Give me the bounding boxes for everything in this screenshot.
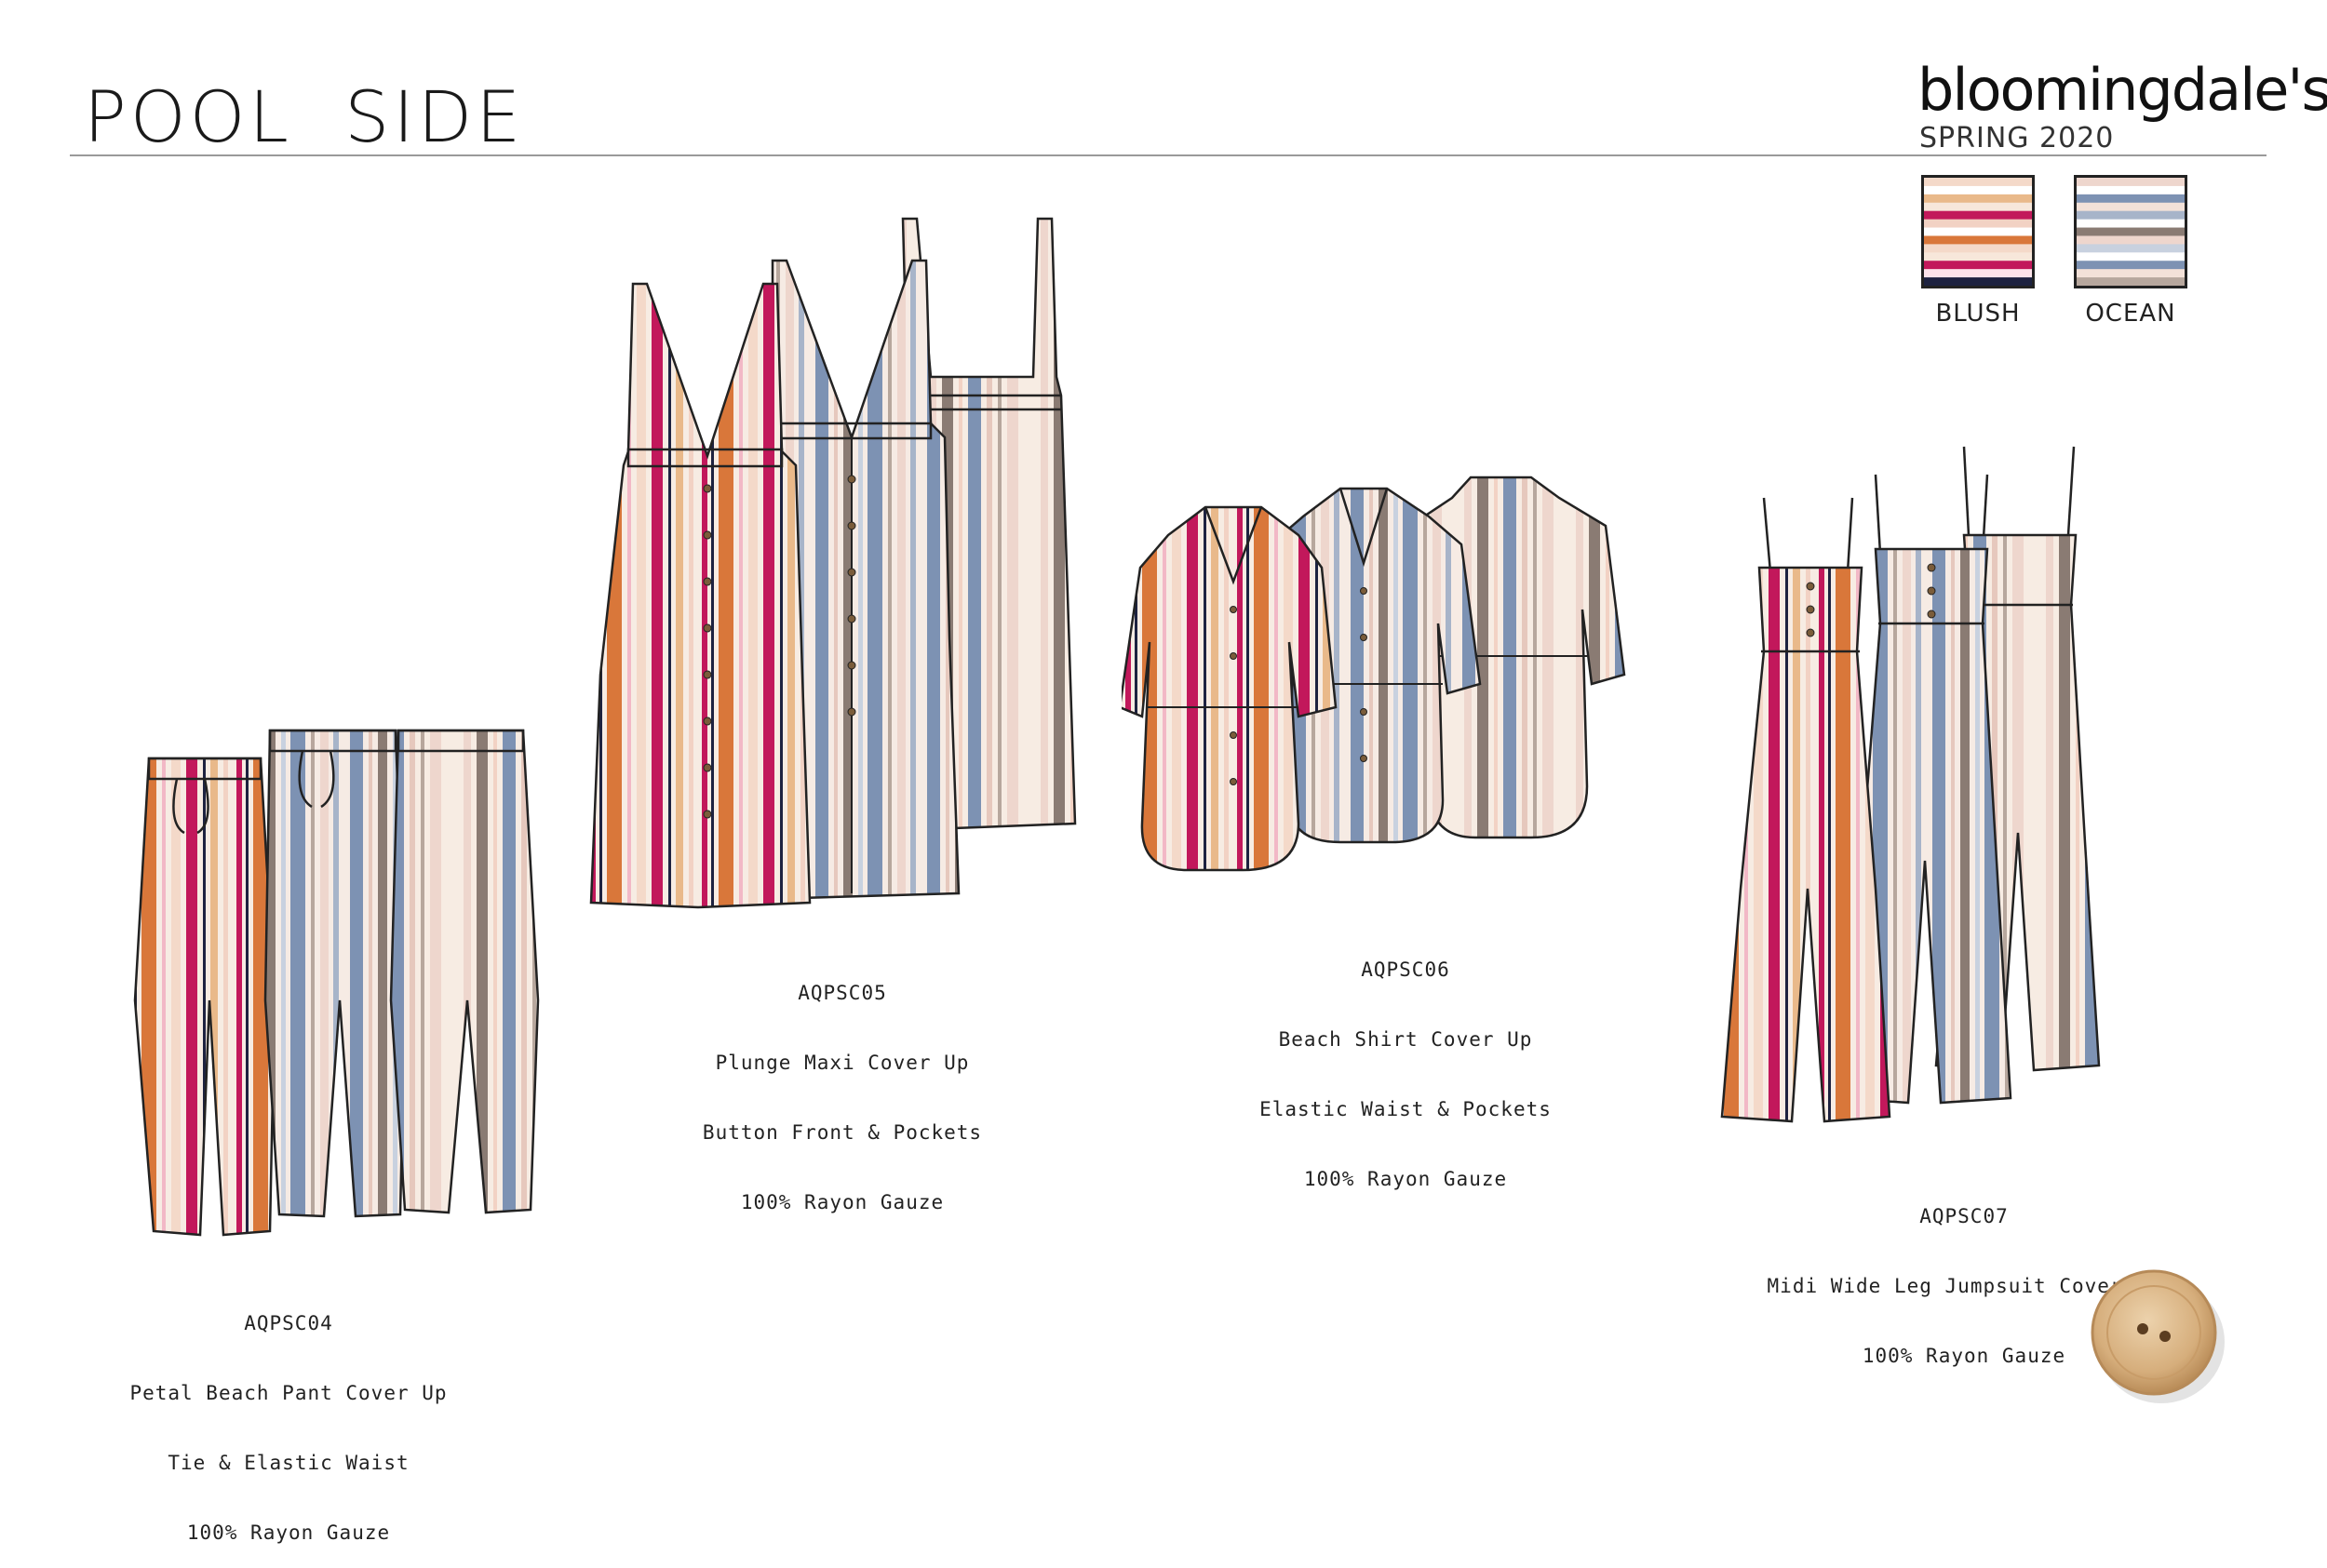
swatch-stripe xyxy=(1924,185,2032,195)
caption-aqpsc04: AQPSC04 Petal Beach Pant Cover Up Tie & … xyxy=(84,1266,493,1568)
caption-aqpsc05: AQPSC05 Plunge Maxi Cover Up Button Fron… xyxy=(652,935,1033,1238)
swatch-stripe xyxy=(1924,219,2032,229)
swatch-stripe xyxy=(1924,252,2032,261)
style-detail: Tie & Elastic Waist xyxy=(168,1452,410,1474)
swatch-ocean xyxy=(2074,175,2187,288)
caption-aqpsc06: AQPSC06 Beach Shirt Cover Up Elastic Wai… xyxy=(1238,912,1573,1214)
style-code: AQPSC05 xyxy=(798,982,887,1004)
style-fabric: 100% Rayon Gauze xyxy=(740,1191,945,1213)
style-detail: Elastic Waist & Pockets xyxy=(1259,1098,1552,1120)
swatch-stripe xyxy=(1924,261,2032,270)
swatch-stripe xyxy=(2077,210,2185,221)
swatch-stripe xyxy=(2077,261,2185,270)
swatch-stripe xyxy=(2077,252,2185,261)
style-name: Petal Beach Pant Cover Up xyxy=(129,1382,448,1404)
swatch-blush xyxy=(1921,175,2035,288)
swatch-stripe xyxy=(1924,227,2032,236)
swatch-stripe xyxy=(1924,202,2032,212)
style-code: AQPSC07 xyxy=(1919,1205,2009,1227)
swatch-stripe xyxy=(1924,244,2032,253)
header-divider xyxy=(70,154,2266,156)
swatch-stripe xyxy=(2077,178,2185,187)
swatch-stripe xyxy=(1924,269,2032,278)
caption-aqpsc07: AQPSC07 Midi Wide Leg Jumpsuit Cover Up … xyxy=(1750,1159,2178,1391)
brand-logo: bloomingdale's xyxy=(1917,56,2327,124)
swatch-stripe xyxy=(1924,194,2032,204)
style-fabric: 100% Rayon Gauze xyxy=(186,1521,391,1544)
style-fabric: 100% Rayon Gauze xyxy=(1303,1168,1508,1190)
swatch-stripe xyxy=(2077,194,2185,204)
swatch-stripe xyxy=(1924,277,2032,286)
swatch-stripe xyxy=(2077,269,2185,278)
swatch-stripe xyxy=(2077,227,2185,236)
style-code: AQPSC06 xyxy=(1361,958,1450,981)
swatch-stripe xyxy=(2077,235,2185,245)
season-label: SPRING 2020 xyxy=(1919,122,2115,154)
swatch-label-ocean: OCEAN xyxy=(2085,300,2176,328)
style-name: Plunge Maxi Cover Up xyxy=(715,1052,970,1074)
swatch-stripe xyxy=(2077,185,2185,195)
maxi-dress-sketch-group xyxy=(589,217,1077,909)
shirt-sketch-group xyxy=(1122,476,1626,872)
swatch-stripe xyxy=(2077,219,2185,229)
style-name: Midi Wide Leg Jumpsuit Cover Up xyxy=(1767,1275,2161,1297)
swatch-label-blush: BLUSH xyxy=(1935,300,2021,328)
style-name: Beach Shirt Cover Up xyxy=(1278,1028,1533,1051)
swatch-stripe xyxy=(1924,235,2032,245)
swatch-stripe xyxy=(1924,210,2032,221)
page-title: POOL SIDE xyxy=(84,75,525,158)
swatch-stripe xyxy=(2077,202,2185,212)
swatch-stripe xyxy=(1924,178,2032,187)
pant-sketch-group xyxy=(133,729,540,1237)
swatch-stripe xyxy=(2077,277,2185,286)
style-code: AQPSC04 xyxy=(244,1312,333,1334)
swatch-stripe xyxy=(2077,244,2185,253)
style-fabric: 100% Rayon Gauze xyxy=(1862,1345,2066,1367)
style-detail: Button Front & Pockets xyxy=(702,1121,983,1144)
wooden-button-icon xyxy=(2091,1269,2225,1403)
jumpsuit-sketch-group xyxy=(1720,446,2101,1123)
